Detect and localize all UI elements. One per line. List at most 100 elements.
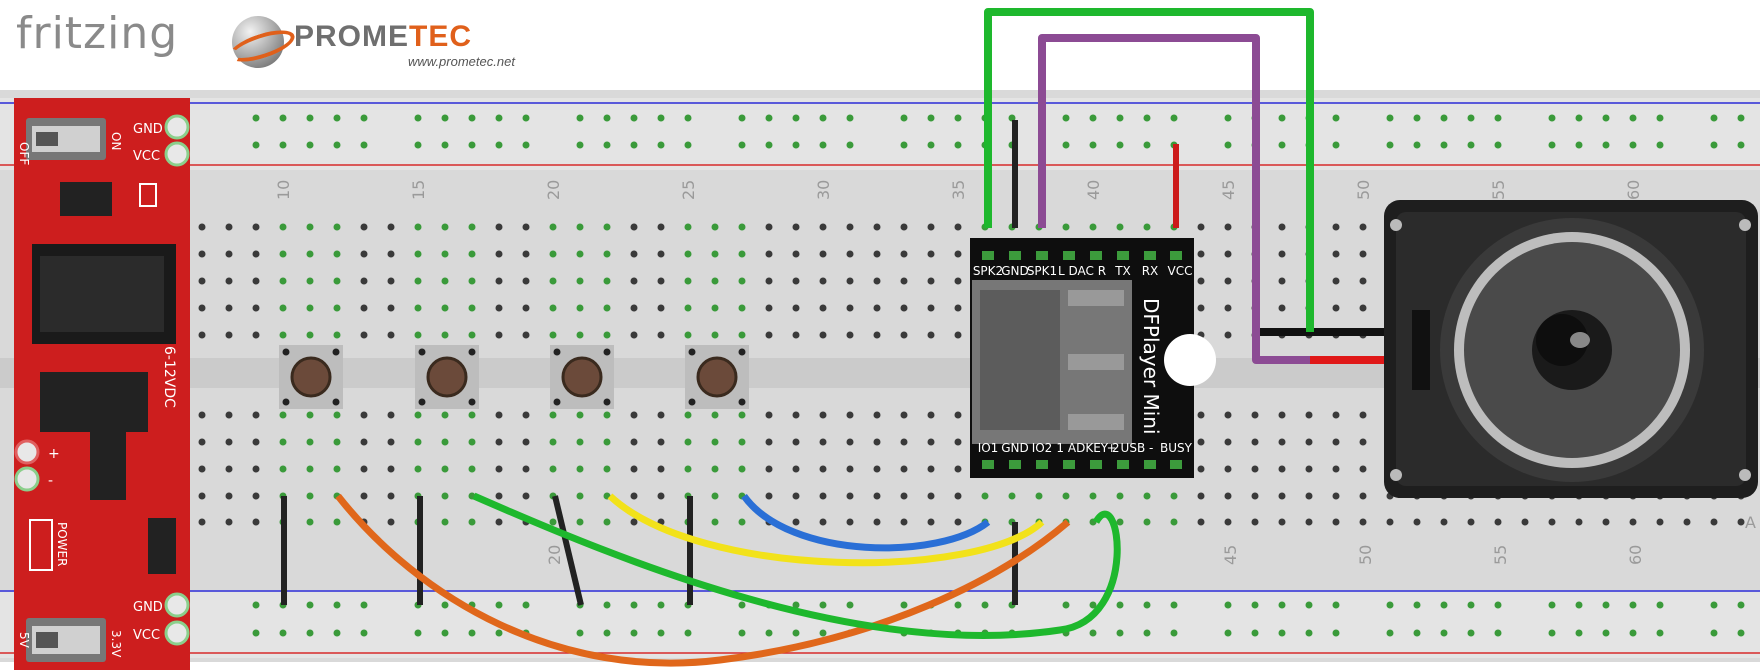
breadboard-hole[interactable] (846, 411, 854, 419)
breadboard-hole[interactable] (468, 277, 476, 285)
breadboard-hole[interactable] (279, 411, 287, 419)
rail-hole[interactable] (846, 114, 854, 122)
breadboard-hole[interactable] (1116, 492, 1124, 500)
breadboard-hole[interactable] (387, 411, 395, 419)
rail-hole[interactable] (1332, 141, 1340, 149)
pushbutton[interactable] (685, 345, 749, 409)
breadboard-hole[interactable] (711, 277, 719, 285)
breadboard-hole[interactable] (1143, 492, 1151, 500)
rail-hole[interactable] (1251, 601, 1259, 609)
rail-hole[interactable] (1224, 629, 1232, 637)
breadboard-hole[interactable] (927, 304, 935, 312)
breadboard-hole[interactable] (495, 492, 503, 500)
breadboard-hole[interactable] (1629, 518, 1637, 526)
breadboard-hole[interactable] (630, 277, 638, 285)
rail-hole[interactable] (1629, 141, 1637, 149)
breadboard-hole[interactable] (1089, 223, 1097, 231)
breadboard-hole[interactable] (576, 438, 584, 446)
breadboard-hole[interactable] (252, 438, 260, 446)
breadboard-hole[interactable] (657, 304, 665, 312)
breadboard-hole[interactable] (630, 411, 638, 419)
breadboard-hole[interactable] (198, 518, 206, 526)
rail-hole[interactable] (495, 141, 503, 149)
breadboard-hole[interactable] (927, 250, 935, 258)
rail-hole[interactable] (819, 114, 827, 122)
rail-hole[interactable] (1467, 114, 1475, 122)
rail-hole[interactable] (1629, 629, 1637, 637)
wire-yellow[interactable] (607, 493, 1045, 567)
breadboard-hole[interactable] (711, 411, 719, 419)
breadboard-hole[interactable] (1278, 304, 1286, 312)
breadboard-hole[interactable] (252, 465, 260, 473)
breadboard-hole[interactable] (603, 438, 611, 446)
breadboard-hole[interactable] (468, 223, 476, 231)
breadboard-hole[interactable] (495, 438, 503, 446)
rail-hole[interactable] (1224, 601, 1232, 609)
breadboard-hole[interactable] (981, 492, 989, 500)
breadboard-hole[interactable] (1197, 223, 1205, 231)
breadboard-hole[interactable] (630, 492, 638, 500)
breadboard-hole[interactable] (711, 250, 719, 258)
breadboard-hole[interactable] (630, 518, 638, 526)
breadboard-hole[interactable] (603, 465, 611, 473)
breadboard-hole[interactable] (333, 438, 341, 446)
rail-hole[interactable] (252, 141, 260, 149)
breadboard-hole[interactable] (360, 411, 368, 419)
breadboard-hole[interactable] (900, 277, 908, 285)
wire-green-bottom[interactable] (472, 492, 1121, 639)
breadboard-hole[interactable] (1332, 223, 1340, 231)
rail-hole[interactable] (1116, 601, 1124, 609)
breadboard-hole[interactable] (576, 277, 584, 285)
rail-hole[interactable] (1062, 114, 1070, 122)
rail-hole[interactable] (495, 601, 503, 609)
breadboard-hole[interactable] (1224, 438, 1232, 446)
breadboard-hole[interactable] (1332, 411, 1340, 419)
breadboard-hole[interactable] (1251, 465, 1259, 473)
wire-btn3-gnd[interactable] (552, 495, 584, 606)
breadboard-hole[interactable] (522, 492, 530, 500)
breadboard-hole[interactable] (414, 411, 422, 419)
rail-hole[interactable] (1089, 141, 1097, 149)
breadboard-hole[interactable] (684, 277, 692, 285)
breadboard-hole[interactable] (495, 304, 503, 312)
rail-hole[interactable] (360, 114, 368, 122)
breadboard-hole[interactable] (603, 277, 611, 285)
breadboard-hole[interactable] (360, 331, 368, 339)
rail-hole[interactable] (576, 114, 584, 122)
breadboard-hole[interactable] (225, 411, 233, 419)
breadboard-hole[interactable] (252, 250, 260, 258)
breadboard-hole[interactable] (846, 277, 854, 285)
breadboard-hole[interactable] (711, 223, 719, 231)
breadboard-hole[interactable] (1305, 411, 1313, 419)
rail-hole[interactable] (684, 114, 692, 122)
breadboard-hole[interactable] (1602, 518, 1610, 526)
breadboard-hole[interactable] (900, 518, 908, 526)
rail-hole[interactable] (1548, 629, 1556, 637)
breadboard-hole[interactable] (252, 331, 260, 339)
breadboard-hole[interactable] (1494, 518, 1502, 526)
breadboard-hole[interactable] (387, 304, 395, 312)
breadboard-hole[interactable] (1224, 304, 1232, 312)
breadboard-hole[interactable] (468, 304, 476, 312)
breadboard-hole[interactable] (900, 465, 908, 473)
breadboard-hole[interactable] (927, 331, 935, 339)
breadboard-hole[interactable] (684, 465, 692, 473)
breadboard-hole[interactable] (738, 411, 746, 419)
breadboard-hole[interactable] (873, 518, 881, 526)
breadboard-hole[interactable] (927, 277, 935, 285)
breadboard-hole[interactable] (1413, 518, 1421, 526)
breadboard-hole[interactable] (900, 411, 908, 419)
rail-hole[interactable] (1089, 601, 1097, 609)
rail-hole[interactable] (1089, 114, 1097, 122)
breadboard-hole[interactable] (441, 411, 449, 419)
pushbutton-cap[interactable] (561, 356, 603, 398)
rail-hole[interactable] (1494, 141, 1502, 149)
breadboard-hole[interactable] (1332, 250, 1340, 258)
rail-hole[interactable] (1089, 629, 1097, 637)
breadboard-hole[interactable] (603, 223, 611, 231)
rail-hole[interactable] (1602, 629, 1610, 637)
rail-hole[interactable] (1548, 601, 1556, 609)
rail-hole[interactable] (522, 601, 530, 609)
breadboard-hole[interactable] (927, 411, 935, 419)
rail-hole[interactable] (630, 141, 638, 149)
